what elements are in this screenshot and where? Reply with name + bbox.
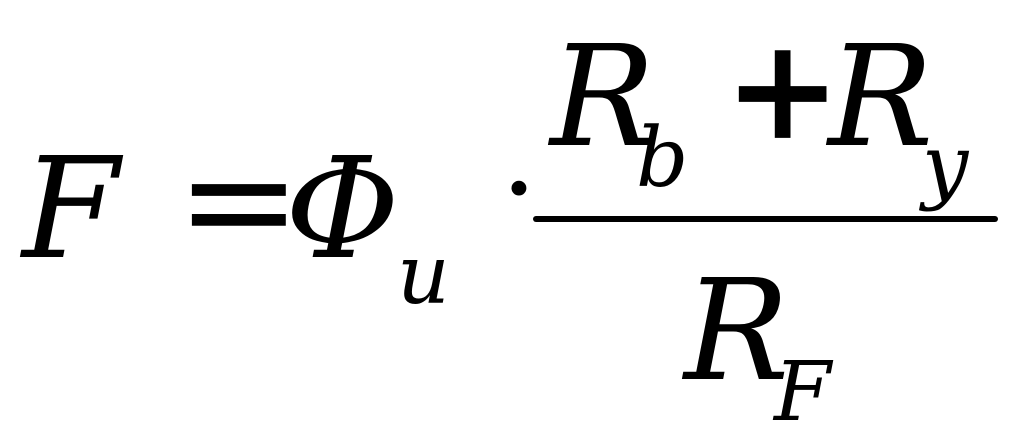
numerator-subscript-y: y (922, 118, 969, 213)
phi-symbol: Φ (285, 128, 400, 291)
plus-sign: + (724, 8, 842, 172)
numerator-subscript-b: b (636, 111, 689, 206)
denominator-subscript-f: F (774, 345, 831, 439)
equals-sign: = (176, 114, 302, 288)
lhs-variable-f: F (22, 128, 120, 291)
multiplication-dot: · (505, 141, 533, 235)
numerator-r-b: R (550, 16, 656, 179)
phi-subscript: u (397, 228, 450, 323)
denominator-r-f: R (684, 250, 790, 413)
fraction-bar (533, 216, 998, 222)
numerator-r-y: R (828, 16, 934, 179)
